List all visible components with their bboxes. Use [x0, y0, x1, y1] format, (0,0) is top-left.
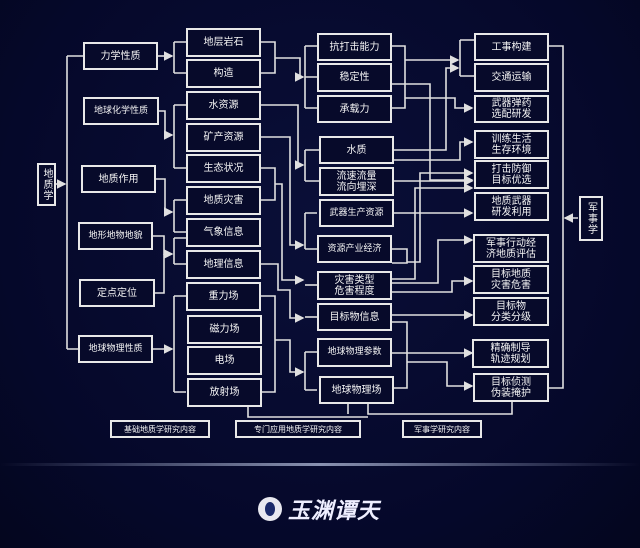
col2-box: 放射场 [187, 378, 262, 407]
military-science-box: 军事学 [579, 196, 603, 241]
col2-box: 生态状况 [186, 154, 261, 183]
col4-box: 地质武器 研发利用 [474, 192, 549, 221]
col2-box: 水资源 [186, 91, 261, 120]
col3-box: 承载力 [317, 95, 392, 123]
col2-box: 磁力场 [187, 315, 262, 344]
col1-box: 地形地物地貌 [78, 222, 153, 250]
col4-box: 打击防御 目标优选 [474, 160, 549, 189]
col4-box: 精确制导 轨迹规划 [472, 339, 549, 368]
footer-label-military: 军事学研究内容 [402, 420, 482, 438]
logo: 玉渊谭天 [258, 493, 380, 525]
col2-box: 构造 [186, 59, 261, 88]
col2-box: 地层岩石 [186, 28, 261, 57]
col2-box: 电场 [187, 346, 262, 375]
col4-box: 目标地质 灾害危害 [473, 265, 549, 294]
logo-text: 玉渊谭天 [288, 498, 381, 524]
col1-box: 地球物理性质 [78, 335, 153, 363]
col3-box: 地球物理场 [319, 376, 394, 404]
col1-box: 地球化学性质 [83, 97, 159, 125]
col2-box: 气象信息 [186, 218, 261, 247]
col2-box: 地理信息 [186, 250, 261, 279]
footer-label-applied: 专门应用地质学研究内容 [235, 420, 361, 438]
col2-box: 地质灾害 [186, 186, 261, 215]
col3-box: 稳定性 [317, 63, 392, 92]
col3-box: 地球物理参数 [317, 338, 392, 367]
col3-box: 流速流量 流向埋深 [319, 167, 394, 196]
col2-box: 重力场 [186, 282, 261, 311]
col3-box: 水质 [319, 136, 394, 164]
col3-box: 抗打击能力 [317, 33, 392, 61]
col4-box: 军事行动经 济地质评估 [473, 234, 549, 263]
col1-box: 地质作用 [81, 165, 156, 193]
col1-box: 力学性质 [83, 42, 158, 70]
col4-box: 武器弹药 选配研发 [474, 95, 549, 123]
col2-box: 矿产资源 [186, 123, 261, 152]
col4-box: 交通运输 [474, 63, 549, 92]
footer-label-basic: 基础地质学研究内容 [110, 420, 210, 438]
divider [0, 463, 640, 466]
col1-box: 定点定位 [79, 279, 155, 307]
col3-box: 目标物信息 [317, 303, 392, 331]
col4-box: 目标侦测 伪装掩护 [473, 373, 549, 402]
col4-box: 工事构建 [474, 33, 549, 61]
col4-box: 训练生活 生存环境 [474, 130, 549, 159]
col3-box: 武器生产资源 [319, 199, 394, 227]
col3-box: 资源产业经济 [317, 235, 392, 263]
root-geology-box: 地质学 [37, 163, 56, 206]
col4-box: 目标物 分类分级 [473, 297, 549, 326]
col3-box: 灾害类型 危害程度 [317, 271, 392, 300]
logo-icon [258, 497, 282, 521]
